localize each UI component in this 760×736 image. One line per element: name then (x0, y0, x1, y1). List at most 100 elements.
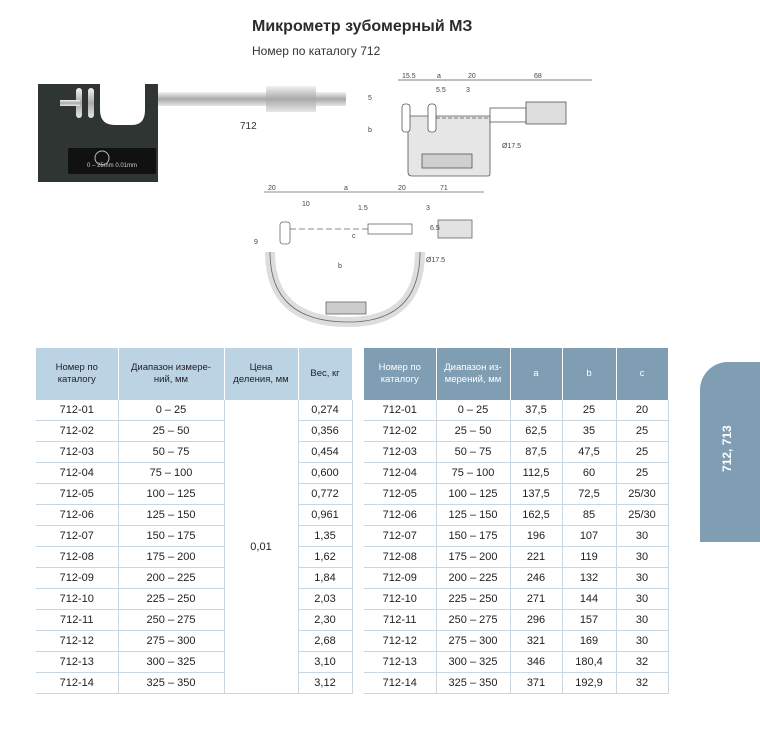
cell-b: 25 (562, 400, 617, 421)
header-a: a (510, 348, 563, 400)
cell-a: 112,5 (510, 462, 563, 484)
cell-a: 137,5 (510, 483, 563, 505)
dim-5: 5 (368, 95, 372, 102)
dim-1-5: 1.5 (358, 205, 368, 212)
header-catalog-number: Номер по каталогу (36, 348, 119, 400)
cell-c: 30 (616, 546, 669, 568)
cell-range: 75 – 100 (118, 462, 225, 484)
cell-c: 32 (616, 672, 669, 694)
cell-b: 35 (562, 420, 617, 442)
dim-20: 20 (468, 73, 476, 80)
cell-weight: 2,68 (298, 630, 353, 652)
catalog-subtitle: Номер по каталогу 712 (252, 44, 381, 58)
cell-weight: 1,84 (298, 567, 353, 589)
cell-catalog-number: 712-04 (36, 462, 119, 484)
cell-catalog-number: 712-01 (36, 400, 119, 421)
cell-c: 25 (616, 420, 669, 442)
cell-b: 107 (562, 525, 617, 547)
cell-range: 275 – 300 (118, 630, 225, 652)
cell-catalog-number: 712-07 (36, 525, 119, 547)
cell-weight: 0,356 (298, 420, 353, 442)
cell-catalog-number: 712-10 (364, 588, 437, 610)
cell-c: 30 (616, 609, 669, 631)
photo-label: 712 (240, 121, 257, 132)
cell-range: 125 – 150 (436, 504, 511, 526)
cell-weight: 0,454 (298, 441, 353, 463)
dim-3: 3 (426, 205, 430, 212)
dim-10: 10 (302, 201, 310, 208)
cell-b: 47,5 (562, 441, 617, 463)
cell-a: 296 (510, 609, 563, 631)
cell-range: 0 – 25 (436, 400, 511, 421)
cell-a: 321 (510, 630, 563, 652)
cell-a: 37,5 (510, 400, 563, 421)
cell-range: 75 – 100 (436, 462, 511, 484)
dim-5-5: 5.5 (436, 87, 446, 94)
cell-catalog-number: 712-08 (36, 546, 119, 568)
cell-b: 169 (562, 630, 617, 652)
cell-range: 150 – 175 (436, 525, 511, 547)
cell-a: 196 (510, 525, 563, 547)
cell-catalog-number: 712-06 (36, 504, 119, 526)
page-title: Микрометр зубомерный МЗ (252, 18, 473, 35)
cell-range: 50 – 75 (118, 441, 225, 463)
cell-catalog-number: 712-05 (36, 483, 119, 505)
cell-catalog-number: 712-13 (364, 651, 437, 673)
cell-range: 200 – 225 (118, 567, 225, 589)
cell-c: 20 (616, 400, 669, 421)
table-header-row: Номер по каталогу Диапазон измере-ний, м… (36, 348, 353, 400)
cell-c: 25/30 (616, 483, 669, 505)
dim-a: a (344, 185, 348, 192)
cell-range: 300 – 325 (436, 651, 511, 673)
cell-range: 100 – 125 (118, 483, 225, 505)
cell-c: 25 (616, 441, 669, 463)
cell-a: 162,5 (510, 504, 563, 526)
header-b: b (562, 348, 617, 400)
header-weight: Вес, кг (298, 348, 353, 400)
cell-catalog-number: 712-09 (364, 567, 437, 589)
cell-division: 0,01 (224, 400, 299, 694)
cell-catalog-number: 712-03 (36, 441, 119, 463)
cell-a: 271 (510, 588, 563, 610)
header-range: Диапазон измере-ний, мм (118, 348, 225, 400)
cell-b: 60 (562, 462, 617, 484)
side-tab-label: 712, 713 (720, 425, 734, 472)
cell-catalog-number: 712-08 (364, 546, 437, 568)
cell-weight: 2,03 (298, 588, 353, 610)
cell-range: 100 – 125 (436, 483, 511, 505)
cell-range: 125 – 150 (118, 504, 225, 526)
cell-weight: 0,600 (298, 462, 353, 484)
cell-a: 87,5 (510, 441, 563, 463)
cell-a: 346 (510, 651, 563, 673)
dim-20-left: 20 (268, 185, 276, 192)
cell-b: 192,9 (562, 672, 617, 694)
cell-c: 25/30 (616, 504, 669, 526)
dim-a: a (437, 73, 441, 80)
dim-c: c (352, 233, 356, 240)
dim-68: 68 (534, 73, 542, 80)
table-header-row: Номер по каталогу Диапазон из-мерений, м… (364, 348, 669, 400)
header-range: Диапазон из-мерений, мм (436, 348, 511, 400)
cell-range: 175 – 200 (436, 546, 511, 568)
technical-drawing-side-view: 15.5 a 20 68 5.5 3 5 b Ø17.5 (368, 73, 592, 177)
